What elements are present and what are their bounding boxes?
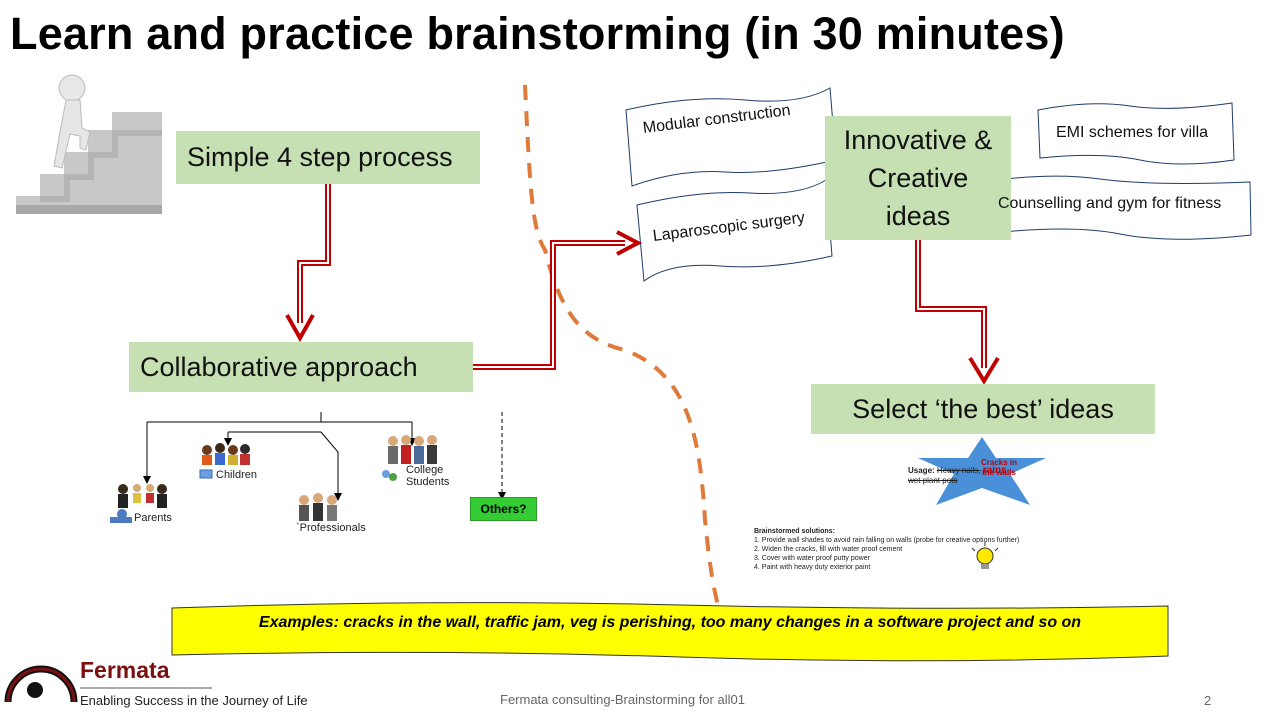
flag-modular-shape [625, 87, 837, 187]
children-icon [199, 443, 250, 479]
page-number: 2 [1204, 693, 1212, 708]
arrowhead-down-1 [285, 314, 315, 343]
solutions-list: Brainstormed solutions: 1. Provide wall … [754, 527, 1019, 572]
arrowhead-down-2 [968, 356, 1000, 385]
solutions-heading: Brainstormed solutions: [754, 528, 835, 535]
fermata-logo-icon [4, 665, 78, 703]
solution-item: 4. Paint with heavy duty exterior paint [754, 564, 871, 571]
examples-banner-text: Examples: cracks in the wall, traffic ja… [258, 614, 1082, 631]
usage-struck-1: Heavy nails, [936, 466, 981, 475]
brand-name: Fermata [80, 657, 170, 683]
collaborative-label: Collaborative approach [140, 351, 418, 382]
innovative-line-2: Creative [867, 163, 969, 193]
slide-title: Learn and practice brainstorming (in 30 … [10, 8, 1065, 59]
usage-struck-2: wet plant pots [908, 476, 958, 485]
innovative-line-3: ideas [885, 201, 951, 231]
brand-tagline: Enabling Success in the Journey of Life [80, 693, 308, 708]
college-students-icon [382, 435, 437, 481]
college-label-line1: College [406, 464, 444, 476]
parents-icon [110, 484, 167, 523]
footer-text: Fermata consulting-Brainstorming for all… [500, 692, 745, 707]
usage-text: Usage: Heavy nails, rains wet plant pots [908, 465, 1007, 485]
star-shape [918, 437, 1046, 505]
star-label: Cracks in the walls [980, 458, 1018, 477]
solution-item: 1. Provide wall shades to avoid rain fal… [754, 537, 1020, 544]
connector-innov-to-select [915, 240, 987, 368]
innovative-line-1: Innovative & [843, 125, 993, 155]
flag-emi-label: EMI schemes for villa [1056, 124, 1209, 141]
others-box: Others? [470, 497, 537, 521]
flag-counselling-shape [981, 175, 1252, 240]
solution-item: 2. Widen the cracks, fill with water pro… [754, 546, 903, 553]
parents-label: Parents [134, 512, 172, 524]
children-label: Children [216, 469, 257, 481]
professionals-icon [299, 493, 337, 521]
select-best-box: Select ‘the best’ ideas [811, 384, 1155, 434]
stairs-figure-icon [16, 74, 162, 214]
simple-process-box: Simple 4 step process [176, 131, 480, 184]
professionals-label: `Professionals [296, 522, 366, 534]
flag-laparoscopic-shape [636, 179, 833, 282]
connector-collab-to-flags [473, 240, 625, 370]
dashed-divider-curve [523, 84, 720, 606]
connector-simple-to-collab [297, 184, 331, 323]
flag-emi-shape [1037, 102, 1235, 165]
college-label-line2: Students [406, 476, 450, 488]
solution-item: 3. Cover with water proof putty power [754, 555, 870, 562]
lightbulb-icon [971, 542, 999, 569]
simple-process-label: Simple 4 step process [187, 142, 453, 172]
usage-rains: rains [982, 465, 1007, 476]
flag-counselling-label: Counselling and gym for fitness [998, 195, 1222, 212]
arrowhead-right [616, 230, 643, 256]
collaborative-approach-box: Collaborative approach [129, 342, 473, 392]
select-best-label: Select ‘the best’ ideas [852, 393, 1114, 424]
examples-banner-shape [171, 602, 1169, 662]
innovative-ideas-box: Innovative & Creative ideas [825, 116, 1011, 240]
usage-label: Usage: [908, 466, 935, 475]
